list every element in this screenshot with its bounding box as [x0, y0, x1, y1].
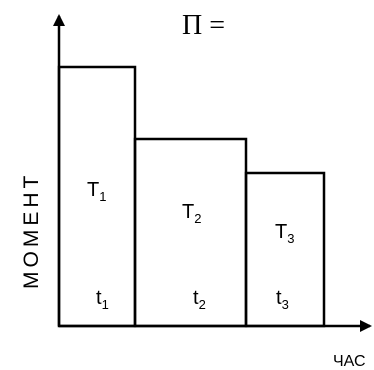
block-2	[133, 137, 248, 328]
block-2-time-label: t2	[193, 287, 206, 312]
formula-title: П =	[182, 10, 225, 41]
x-axis-label: ЧАС	[333, 353, 366, 370]
block-1-moment-label: T1	[87, 179, 106, 204]
block-2-moment-label: T2	[182, 201, 201, 226]
block-3-moment-label: T3	[275, 221, 294, 246]
y-axis-label: МОМЕНТ	[20, 172, 43, 289]
block-3	[244, 171, 326, 328]
block-1-time-label: t1	[96, 287, 109, 312]
block-3-time-label: t3	[276, 287, 289, 312]
